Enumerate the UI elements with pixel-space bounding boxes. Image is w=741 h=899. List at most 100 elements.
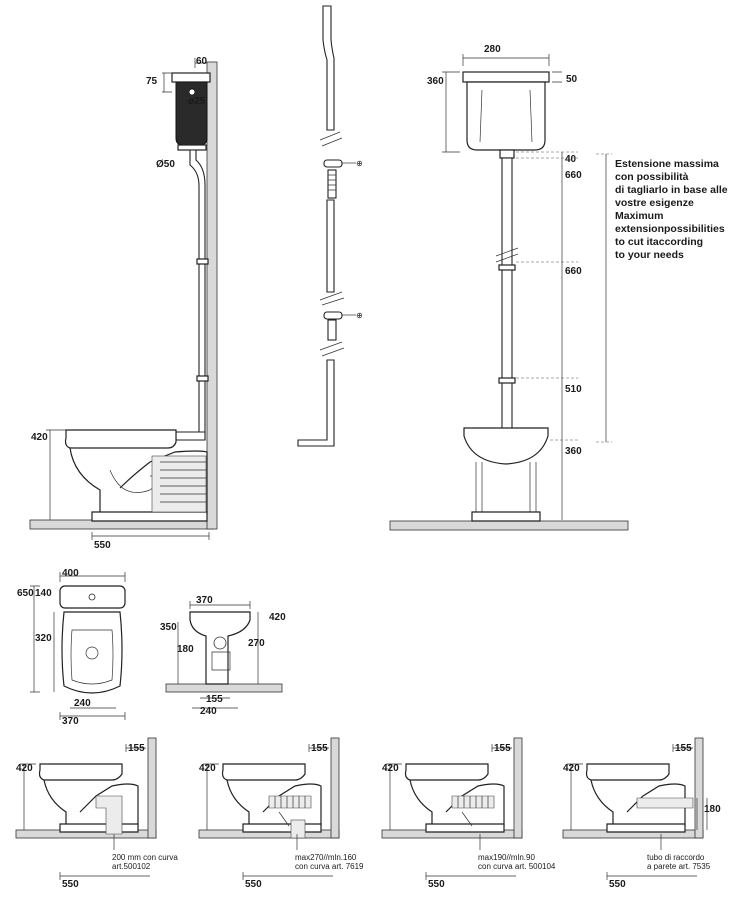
pipe-connector-2: ⊕ xyxy=(323,311,363,341)
svg-text:⊕: ⊕ xyxy=(356,159,363,168)
bowl-plan xyxy=(61,611,123,694)
toilet-base xyxy=(242,823,322,833)
dim-pipe-diameter: Ø50 xyxy=(156,159,175,170)
dim-rear-240: 240 xyxy=(200,706,217,717)
variant-height-dim: 420 xyxy=(16,763,33,774)
toilet-bowl xyxy=(43,779,139,827)
cistern-base xyxy=(177,144,207,151)
outlet-sleeve xyxy=(268,795,312,809)
floor xyxy=(389,520,629,531)
svg-text:con possibilità: con possibilità xyxy=(615,171,689,183)
dim-gap: 40 xyxy=(565,154,577,165)
variant-wall-dim: 155 xyxy=(494,743,511,754)
flush-button xyxy=(188,88,196,96)
plan-view: 400 650 140 320 240 370 xyxy=(17,568,126,727)
cistern-outlet xyxy=(499,149,515,159)
variant-note-line: 200 mm con curva xyxy=(112,853,178,862)
dim-rear-left: 350 xyxy=(160,622,177,633)
toilet-base xyxy=(59,823,139,833)
dim-plan-cistern: 140 xyxy=(35,588,52,599)
dim-plan-width-top: 400 xyxy=(62,568,79,579)
dim-plan-bowl: 320 xyxy=(35,633,52,644)
variant-note-line: a parete art. 7535 xyxy=(647,862,711,871)
svg-text:Maximum: Maximum xyxy=(615,210,663,222)
variant-note-line: art.500102 xyxy=(112,862,151,871)
wall xyxy=(206,61,218,530)
variant-wall-dim: 155 xyxy=(311,743,328,754)
toilet-seat xyxy=(38,763,123,781)
variant-height-dim: 420 xyxy=(563,763,580,774)
wall xyxy=(330,737,340,839)
cistern-lid xyxy=(462,71,550,83)
rear-view: 370 420 270 350 180 155 240 xyxy=(160,595,286,717)
cistern-lid xyxy=(171,72,211,83)
cistern-front xyxy=(466,81,546,151)
variant-depth-dim: 550 xyxy=(609,879,626,890)
variant-depth-dim: 550 xyxy=(62,879,79,890)
dim-pipe-2: 660 xyxy=(565,266,582,277)
wall xyxy=(513,737,523,839)
floor-outlet xyxy=(290,819,306,839)
toilet-base xyxy=(606,823,686,833)
svg-text:to cut itaccording: to cut itaccording xyxy=(615,236,703,248)
flush-pipe xyxy=(189,149,206,441)
wall xyxy=(694,737,704,839)
svg-text:to your needs: to your needs xyxy=(615,249,684,261)
dim-rear-outlet: 180 xyxy=(177,644,194,655)
dim-rear-height: 420 xyxy=(269,612,286,623)
flush-pipe-front xyxy=(501,157,513,431)
outlet-bend xyxy=(95,795,123,835)
variant-height-dim: 420 xyxy=(199,763,216,774)
variant-wall-dim: 155 xyxy=(128,743,145,754)
toilet-seat xyxy=(64,429,177,449)
dim-plan-bottom: 370 xyxy=(62,716,79,727)
threaded-sleeve xyxy=(327,169,337,199)
pipe-connector-1: ⊕ xyxy=(323,159,363,199)
variant-note-line: con curva art. 500104 xyxy=(478,862,556,871)
variant-note-line: con curva art. 7619 xyxy=(295,862,364,871)
toilet-base xyxy=(91,511,208,522)
pipe-detail-view: ⊕ ⊕ xyxy=(297,5,363,447)
dim-pipe-1: 660 xyxy=(565,170,582,181)
pipe-segment-mid xyxy=(326,199,335,293)
bowl-front xyxy=(463,427,549,465)
svg-text:Estensione massima: Estensione massima xyxy=(615,158,719,170)
dim-top-offset: 60 xyxy=(196,56,208,67)
dim-pipe-3: 510 xyxy=(565,384,582,395)
dim-cistern-depth: 75 xyxy=(146,76,158,87)
variant-note-line: max270//mln.160 xyxy=(295,853,357,862)
variant-note-line: max190//mln.90 xyxy=(478,853,535,862)
svg-text:di tagliarlo in base alle: di tagliarlo in base alle xyxy=(615,184,728,196)
wall-connector xyxy=(636,797,694,809)
pipe-elbow xyxy=(175,431,206,441)
floor xyxy=(165,683,283,693)
pipe-segment-top xyxy=(322,5,335,131)
dim-plan-inner: 240 xyxy=(74,698,91,709)
dim-rear-width: 370 xyxy=(196,595,213,606)
pipe-joint xyxy=(196,258,209,265)
svg-text:extensionpossibilities: extensionpossibilities xyxy=(615,223,725,235)
pipe-segment-bottom xyxy=(297,359,335,447)
wall xyxy=(147,737,157,839)
variant-height-dim: 420 xyxy=(382,763,399,774)
front-view: 280 360 50 40 660 660 510 360 Estensione… xyxy=(389,44,728,531)
dim-bowl-height: 360 xyxy=(565,446,582,457)
dim-flush-diameter: ø25 xyxy=(188,96,206,107)
dim-rear-155: 155 xyxy=(206,694,223,705)
svg-text:vostre esigenze: vostre esigenze xyxy=(615,197,694,209)
variant-outlet-dim: 180 xyxy=(704,804,721,815)
svg-text:⊕: ⊕ xyxy=(356,311,363,320)
outlet-sleeve xyxy=(451,795,495,809)
toilet-seat xyxy=(221,763,306,781)
dim-cistern-height: 360 xyxy=(427,76,444,87)
dim-cistern-top: 50 xyxy=(566,74,578,85)
variant-note-line: tubo di raccordo xyxy=(647,853,705,862)
toilet-back xyxy=(151,455,207,513)
variant-depth-dim: 550 xyxy=(245,879,262,890)
toilet-seat xyxy=(585,763,670,781)
dim-rear-270: 270 xyxy=(248,638,265,649)
